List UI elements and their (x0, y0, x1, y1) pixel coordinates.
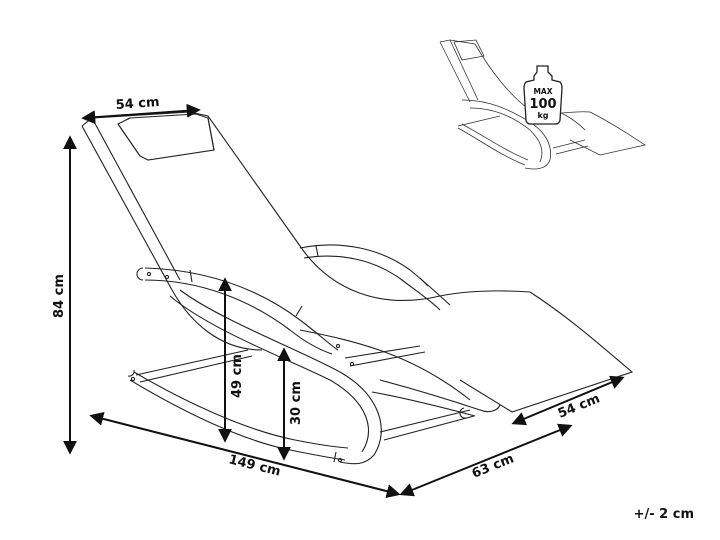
label-total-height: 84 cm (52, 274, 67, 318)
dim-headrest-width (81, 103, 201, 125)
label-headrest-width: 54 cm (115, 95, 160, 113)
dim-foot-width (511, 375, 625, 426)
tolerance-note: +/- 2 cm (633, 507, 694, 522)
dimension-lines (63, 103, 625, 499)
max-load-line3: kg (537, 111, 548, 120)
dim-base-width (399, 423, 573, 497)
max-load-line1: MAX (533, 87, 552, 96)
seat-fabric (81, 111, 634, 413)
rocker-rail-right (379, 379, 501, 413)
max-load-weight-icon: MAX 100 kg (523, 65, 563, 125)
label-seat-height: 30 cm (289, 381, 304, 425)
s-frame (179, 289, 382, 465)
label-armrest-height: 49 cm (230, 354, 245, 398)
cross-bar-mid (344, 345, 421, 359)
dim-total-length (89, 411, 401, 499)
lounger-inset (439, 39, 647, 170)
lounger-main (81, 111, 634, 465)
pillow (117, 113, 215, 161)
max-load-line2: 100 (529, 97, 556, 112)
label-base-width: 63 cm (470, 451, 516, 481)
armrest-tube-left (144, 267, 339, 351)
armrest-tube-right (299, 244, 451, 306)
